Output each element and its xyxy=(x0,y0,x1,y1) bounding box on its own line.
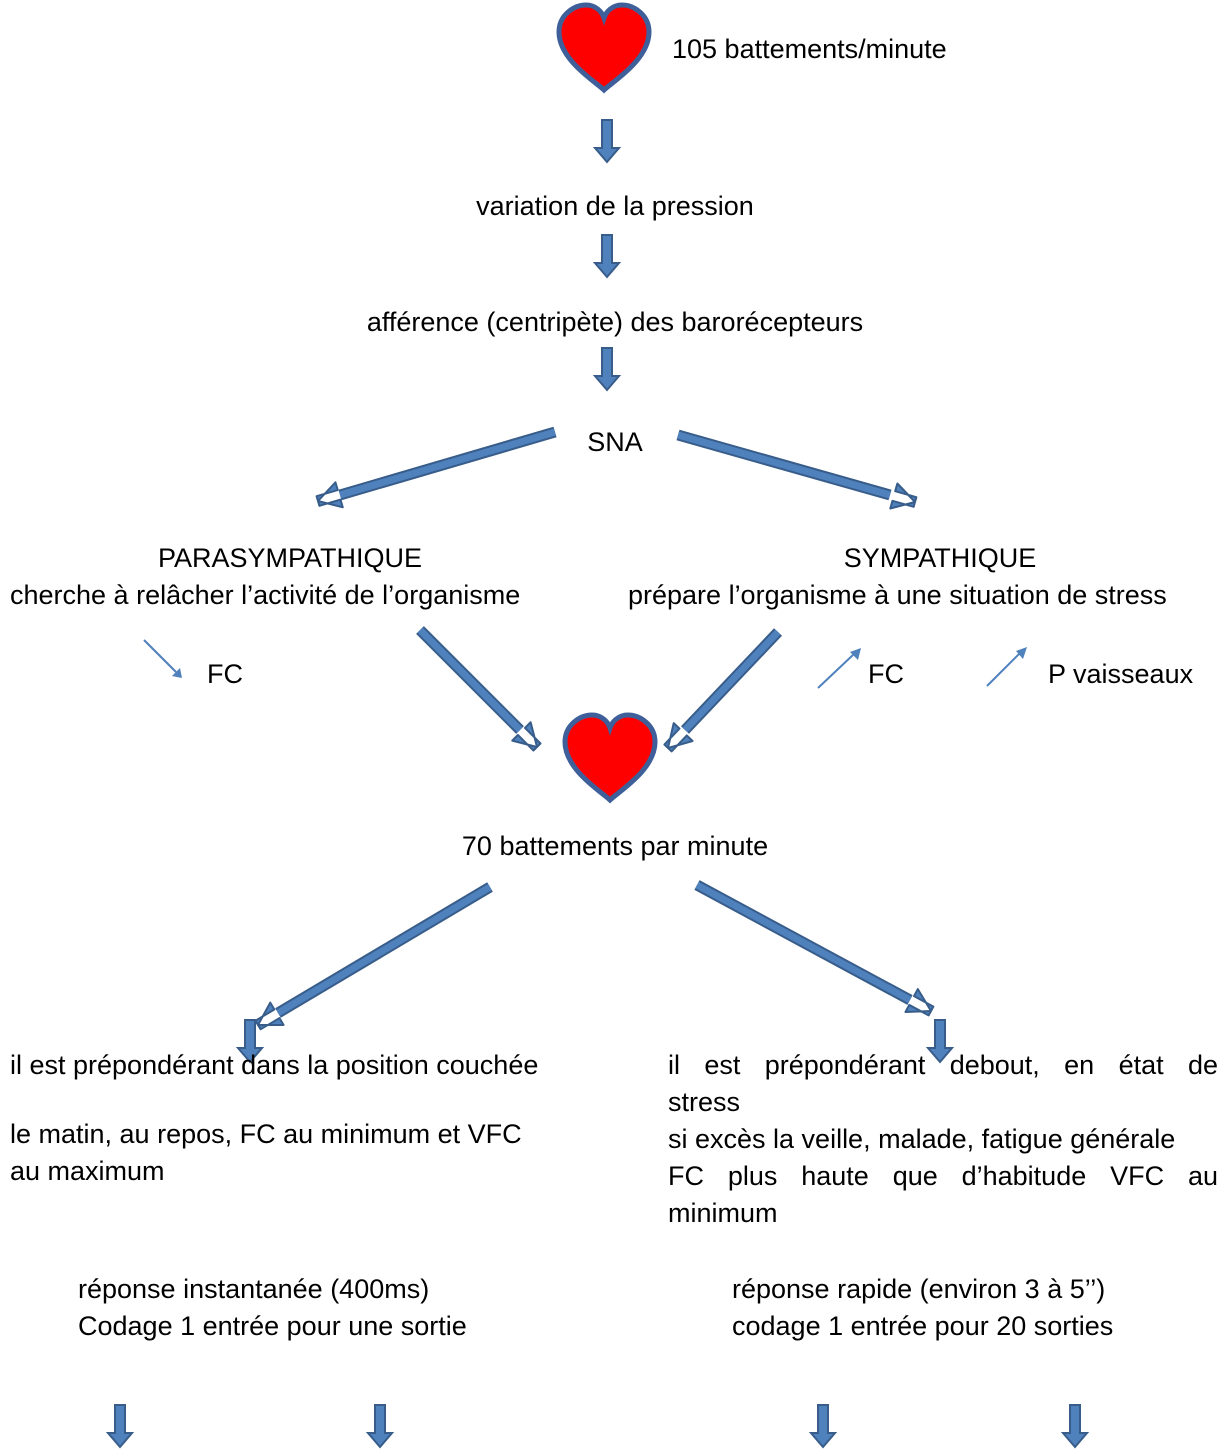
para-morning-text-1: le matin, au repos, FC au minimum et VFC xyxy=(10,1119,522,1149)
down-arrow-icon-1 xyxy=(594,119,620,163)
down-arrow-icon-9 xyxy=(1062,1404,1088,1448)
para-morning-text-2: au maximum xyxy=(10,1156,165,1186)
diagonal-arrow-icon-symp-heart xyxy=(657,628,782,758)
down-arrow-icon-7 xyxy=(367,1404,393,1448)
heart-icon-middle xyxy=(565,715,655,800)
symp-fc-text-2: minimum xyxy=(668,1198,778,1228)
parasympathique-fc-effect: FC xyxy=(207,659,243,689)
pressure-variation-text: variation de la pression xyxy=(476,191,754,221)
parasympathique-description: cherche à relâcher l’activité de l’organ… xyxy=(10,580,521,610)
symp-position-text-1: il est prépondérant debout, en état de xyxy=(668,1050,1218,1080)
symp-excess-text: si excès la veille, malade, fatigue géné… xyxy=(668,1124,1176,1154)
diagonal-arrow-icon-middle-left xyxy=(250,882,493,1038)
down-arrow-icon-6 xyxy=(107,1404,133,1448)
symp-coding-text: codage 1 entrée pour 20 sorties xyxy=(732,1311,1114,1341)
sympathique-description: prépare l’organisme à une situation de s… xyxy=(628,580,1167,610)
thin-arrow-up-right-icon-pressure xyxy=(986,647,1027,687)
diagonal-arrow-icon-sna-left xyxy=(313,426,557,515)
sympathique-fc-effect: FC xyxy=(868,659,904,689)
symp-fc-text-1: FC plus haute que d’habitude VFC au xyxy=(668,1161,1218,1191)
middle-bpm-text: 70 battements par minute xyxy=(461,831,769,861)
down-arrow-icon-3 xyxy=(594,347,620,391)
sympathique-title: SYMPATHIQUE xyxy=(843,543,1037,573)
para-position-text: il est prépondérant dans la position cou… xyxy=(10,1050,539,1080)
diagonal-arrow-icon-sna-right xyxy=(676,429,920,516)
down-arrow-icon-2 xyxy=(594,234,620,278)
heart-icon-top xyxy=(559,5,649,90)
thin-arrow-down-right-icon xyxy=(143,639,182,678)
afference-text: afférence (centripète) des barorécepteur… xyxy=(366,307,864,337)
symp-response-text: réponse rapide (environ 3 à 5’’) xyxy=(732,1274,1106,1304)
para-coding-text: Codage 1 entrée pour une sortie xyxy=(78,1311,467,1341)
sna-node: SNA xyxy=(587,427,643,457)
para-response-text: réponse instantanée (400ms) xyxy=(78,1274,430,1304)
thin-arrow-up-right-icon-fc xyxy=(817,648,861,689)
diagonal-arrow-icon-para-heart xyxy=(416,626,548,758)
symp-position-text-2: stress xyxy=(668,1087,741,1117)
diagonal-arrow-icon-middle-right xyxy=(694,880,939,1024)
top-bpm-text: 105 battements/minute xyxy=(672,34,947,64)
parasympathique-title: PARASYMPATHIQUE xyxy=(157,543,423,573)
down-arrow-icon-8 xyxy=(810,1404,836,1448)
sympathique-pressure-effect: P vaisseaux xyxy=(1048,659,1194,689)
